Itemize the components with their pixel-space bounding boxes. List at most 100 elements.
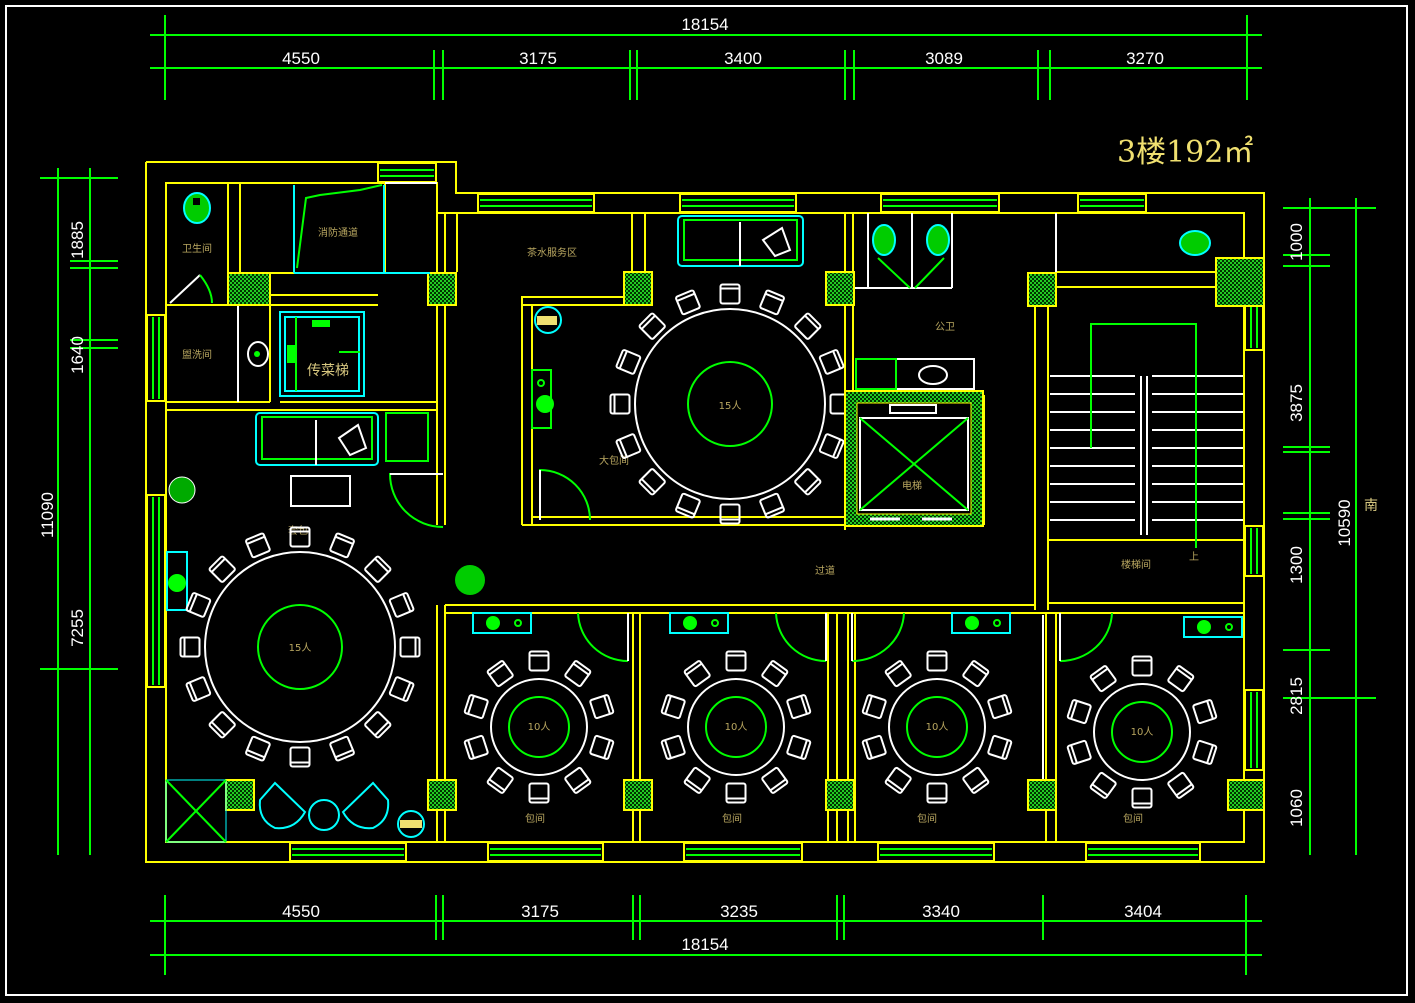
chair: [675, 492, 701, 519]
door-large-room: [539, 468, 591, 521]
chair: [589, 694, 615, 720]
chair: [962, 660, 990, 688]
direction-label: 南: [1364, 498, 1378, 514]
table-top: [687, 678, 785, 776]
chair: [564, 660, 592, 688]
chair: [987, 734, 1013, 760]
chair: [660, 694, 686, 720]
chair: [794, 312, 822, 340]
toilet-fixture-right: [1179, 230, 1211, 256]
dim-top-total: 18154: [681, 15, 728, 34]
lazy-susan: [906, 696, 968, 758]
lazy-susan: [1111, 701, 1173, 763]
chair: [818, 349, 845, 375]
dimension-top: [150, 15, 1262, 100]
chair: [725, 782, 747, 804]
chair: [1192, 739, 1218, 765]
plant-icon: [531, 306, 562, 429]
chair: [1089, 665, 1117, 693]
chair: [289, 526, 311, 548]
chair: [962, 766, 990, 794]
dim-right-seg-4: 2815: [1287, 677, 1306, 715]
label-dumbwaiter: 传菜梯: [307, 363, 349, 379]
label-fire-passage: 消防通道: [318, 226, 358, 239]
sofa: [677, 215, 804, 267]
round-table-15-suite: [179, 526, 421, 768]
round-table-10: [660, 650, 812, 804]
label-private-room-2: 包间: [722, 812, 742, 825]
label-toilet: 卫生间: [182, 242, 212, 255]
dumbwaiter: [279, 311, 365, 397]
chair: [725, 650, 747, 672]
dimension-bottom: [150, 895, 1262, 975]
chair: [528, 650, 550, 672]
chair: [1167, 665, 1195, 693]
lazy-susan: [257, 604, 343, 690]
round-table-15-large-room: [609, 283, 851, 525]
chair: [388, 592, 415, 618]
dim-right-seg-3: 1300: [1287, 546, 1306, 584]
windows: [146, 162, 1264, 862]
chair: [638, 468, 666, 496]
chair: [564, 766, 592, 794]
label-private-room-3: 包间: [917, 812, 937, 825]
chair: [786, 694, 812, 720]
lounge-chairs: [165, 779, 425, 843]
label-tea-service: 茶水服务区: [527, 246, 577, 259]
dim-left-seg-2: 1640: [68, 336, 87, 374]
chair: [245, 532, 271, 559]
label-elevator: 电梯: [902, 479, 922, 492]
chair: [615, 433, 642, 459]
label-large-private-room: 大包间: [599, 454, 629, 467]
urinal-icons: [872, 224, 950, 289]
chair: [759, 289, 785, 316]
chair: [486, 766, 514, 794]
chair: [179, 636, 201, 658]
chair: [208, 555, 236, 583]
chair: [463, 694, 489, 720]
lazy-susan: [687, 361, 773, 447]
chair: [759, 492, 785, 519]
table-top: [634, 308, 826, 500]
dim-right-seg-1: 1000: [1287, 223, 1306, 261]
stair-arrow: [1090, 323, 1197, 548]
door-private-room: [577, 612, 629, 663]
dim-top-seg-1: 4550: [282, 49, 320, 68]
door-private-room: [851, 612, 905, 663]
chair: [660, 734, 686, 760]
chair: [1167, 771, 1195, 799]
lazy-susan: [508, 696, 570, 758]
table-capacity-room-3: 10人: [926, 721, 949, 733]
chair: [609, 393, 631, 415]
table-capacity-room-4: 10人: [1131, 726, 1154, 738]
chair: [683, 660, 711, 688]
side-cabinet-plant-icon: [472, 612, 532, 634]
chair: [528, 782, 550, 804]
chair: [1066, 739, 1092, 765]
chair: [861, 734, 887, 760]
chair: [245, 735, 271, 762]
label-stairwell: 楼梯间: [1121, 558, 1151, 571]
label-washroom: 盥洗间: [182, 348, 212, 361]
chair: [638, 312, 666, 340]
table-capacity-room-1: 10人: [528, 721, 551, 733]
chair: [615, 349, 642, 375]
dim-bottom-total: 18154: [681, 935, 728, 954]
table-capacity-room-2: 10人: [725, 721, 748, 733]
columns: [225, 257, 1265, 811]
floor-title: 3楼192㎡: [1117, 135, 1253, 170]
chair: [1066, 699, 1092, 725]
label-public-toilet: 公卫: [935, 322, 955, 333]
lazy-susan: [705, 696, 767, 758]
side-cabinet-plant-icon: [951, 612, 1011, 634]
dim-bottom-seg-2: 3175: [521, 902, 559, 921]
label-private-room-4: 包间: [1123, 812, 1143, 825]
table-top: [1093, 683, 1191, 781]
dim-top-seg-3: 3400: [724, 49, 762, 68]
chair: [786, 734, 812, 760]
fire-passage-outline: [293, 184, 430, 274]
chair: [884, 660, 912, 688]
sofa-suite: [255, 412, 429, 507]
chair: [589, 734, 615, 760]
dim-top-seg-5: 3270: [1126, 49, 1164, 68]
